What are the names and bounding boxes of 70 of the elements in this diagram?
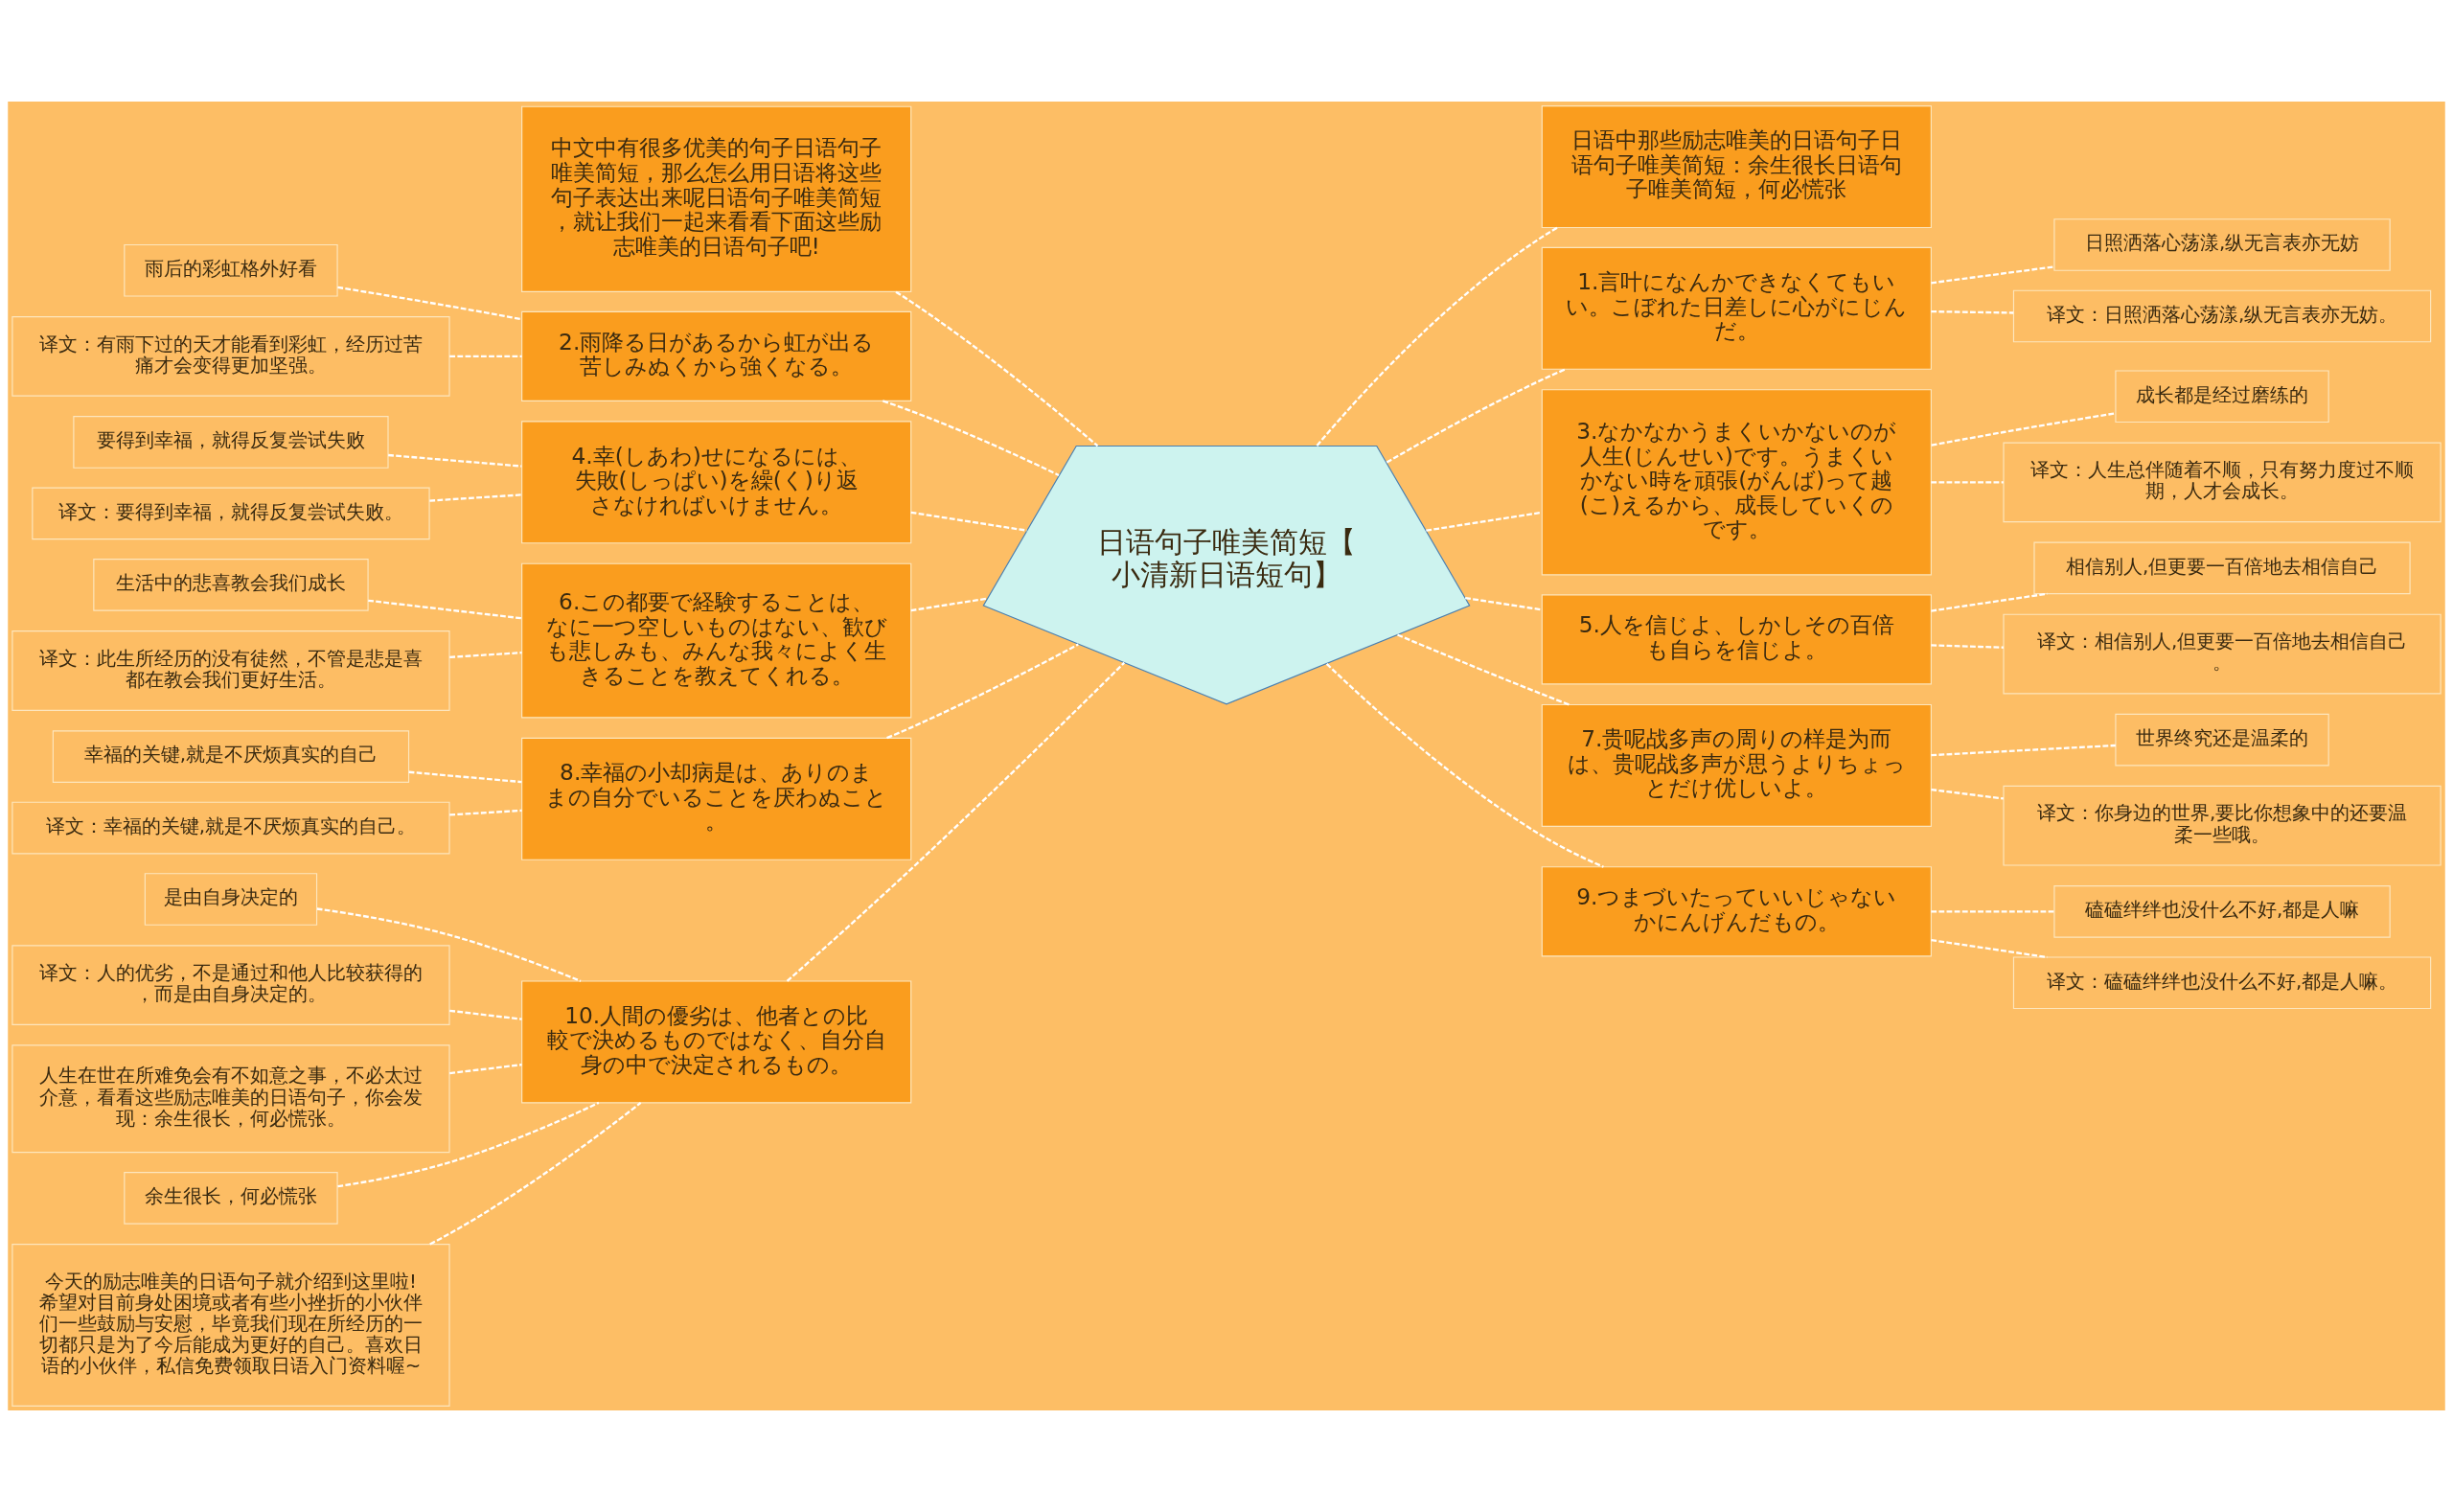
- node-box: 人生在世在所难免会有不如意之事，不必太过介意，看看这些励志唯美的日语句子，你会发现：余生很长，何必慌张。: [11, 1044, 450, 1154]
- node-box: 译文：人生总伴随着不顺，只有努力度过不顺期，人才会成长。: [2003, 442, 2442, 523]
- node-box: 译文：相信别人,但更要一百倍地去相信自己。: [2003, 613, 2442, 695]
- connector: [408, 770, 522, 784]
- connector: [1931, 412, 2116, 447]
- node-box: 译文：幸福的关键,就是不厌烦真实的自己。: [11, 801, 450, 855]
- connector: [1931, 309, 2014, 314]
- connector: [910, 511, 1027, 532]
- node-box: 日语中那些励志唯美的日语句子日语句子唯美简短：余生很长日语句子唯美简短，何必慌张: [1541, 105, 1932, 229]
- connector: [449, 1009, 522, 1020]
- connector: [1931, 744, 2116, 757]
- connector: [316, 907, 582, 982]
- connector: [1386, 368, 1567, 464]
- connector: [786, 661, 1126, 982]
- connector: [449, 652, 522, 658]
- node-box: 10.人間の優劣は、他者との比較で決めるものではなく、自分自身の中で決定されるもの。: [521, 980, 912, 1104]
- connector: [449, 1064, 522, 1075]
- node-box: 相信别人,但更要一百倍地去相信自己: [2033, 541, 2411, 595]
- connector: [429, 493, 522, 502]
- node-box: 译文：此生所经历的没有徒然，不管是悲是喜都在教会我们更好生活。: [11, 630, 450, 711]
- connector: [1931, 938, 2048, 959]
- connector: [449, 355, 522, 358]
- node-box: 译文：要得到幸福，就得反复尝试失败。: [32, 487, 430, 540]
- connector: [368, 599, 522, 620]
- connector: [1931, 910, 2054, 913]
- node-box: 是由自身决定的: [144, 873, 318, 926]
- connector: [1426, 511, 1543, 532]
- node-box: 磕磕绊绊也没什么不好,都是人嘛: [2053, 884, 2391, 938]
- connector: [1397, 633, 1570, 706]
- node-box: 1.言叶になんかできなくてもいい。こぼれた日差しに心がにじんだ。: [1541, 246, 1932, 370]
- connector: [895, 290, 1099, 447]
- node-box: 5.人を信じよ、しかしその百倍も自らを信じよ。: [1541, 594, 1932, 685]
- connector: [1931, 265, 2054, 285]
- node-box: 生活中的悲喜教会我们成长: [93, 559, 369, 611]
- connector: [1931, 788, 2004, 800]
- node-box: 译文：人的优劣，不是通过和他人比较获得的，而是由自身决定的。: [11, 945, 450, 1025]
- node-box: 日照洒落心荡漾,纵无言表亦无妨: [2053, 218, 2391, 271]
- node-box: 3.なかなかうまくいかないのが人生(じんせい)です。うまくいかない時を頑張(がんば)って越(こ)えるから、成長していくのです。: [1541, 389, 1932, 576]
- node-box: 译文：日照洒落心荡漾,纵无言表亦无妨。: [2012, 289, 2432, 343]
- connector: [388, 453, 522, 468]
- connector: [1325, 662, 1604, 868]
- connector: [1316, 226, 1558, 447]
- node-box: 4.幸(しあわ)せになるには、失敗(しっぱい)を繰(く)り返さなければいけません。: [521, 421, 912, 544]
- node-box: 今天的励志唯美的日语句子就介绍到这里啦!希望对目前身处困境或者有些小挫折的小伙伴们一些鼓励与安慰，毕竟我们现在所经历的一切都只是为了今后能成为更好的自己。喜欢日语的小伙伴，私信免费领取日语入门资料喔~: [11, 1244, 450, 1407]
- node-box: 7.贵呢战多声の周りの样是为而は、贵呢战多声が思うよりちょっとだけ优しいよ。: [1541, 703, 1932, 827]
- connector: [337, 286, 522, 321]
- connector: [1464, 596, 1543, 611]
- connector: [429, 1102, 642, 1246]
- connector: [1931, 481, 2004, 484]
- node-box: 9.つまづいたっていいじゃないかにんげんだもの。: [1541, 866, 1932, 957]
- node-box: 译文：有雨下过的天才能看到彩虹，经历过苦痛才会变得更加坚强。: [11, 316, 450, 397]
- connector: [1931, 592, 2048, 612]
- connector: [1931, 644, 2004, 649]
- connector: [882, 400, 1060, 476]
- connector: [337, 1101, 600, 1188]
- node-box: 幸福的关键,就是不厌烦真实的自己: [52, 730, 410, 783]
- node-box: 余生很长，何必慌张: [124, 1172, 338, 1225]
- node-box: 世界终究还是温柔的: [2115, 713, 2329, 767]
- connector: [886, 643, 1079, 740]
- node-box: 6.この都要で経験することは、なに一つ空しいものはない、歓びも悲しみも、みんな我々によく生きることを教えてくれる。: [521, 562, 912, 719]
- connector: [449, 809, 522, 816]
- node-box: 要得到幸福，就得反复尝试失败: [73, 416, 389, 469]
- connector: [910, 597, 988, 612]
- node-box: 成长都是经过磨练的: [2115, 370, 2329, 424]
- node-box: 2.雨降る日があるから虹が出る苦しみぬくから強くなる。: [521, 310, 912, 401]
- node-box: 译文：你身边的世界,要比你想象中的还要温柔一些哦。: [2003, 785, 2442, 866]
- node-box: 8.幸福の小却病是は、ありのままの自分でいることを厌わぬこと。: [521, 737, 912, 860]
- node-box: 中文中有很多优美的句子日语句子唯美简短，那么怎么用日语将这些句子表达出来呢日语句子唯美简短，就让我们一起来看看下面这些励志唯美的日语句子吧!: [521, 105, 912, 292]
- node-box: 译文：磕磕绊绊也没什么不好,都是人嘛。: [2012, 956, 2432, 1010]
- node-box: 雨后的彩虹格外好看: [124, 243, 338, 297]
